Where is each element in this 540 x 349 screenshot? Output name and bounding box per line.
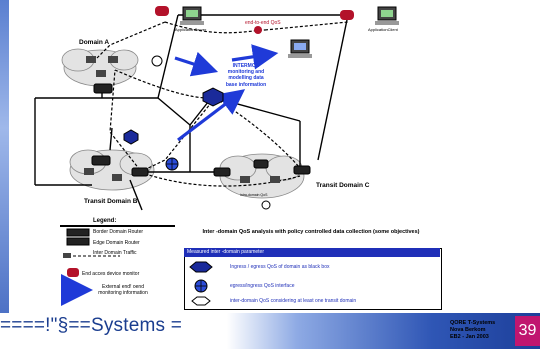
cloud-transit-c [219,153,305,199]
footer-place: Nova Berkom [450,327,486,333]
computer-icons [180,6,399,58]
legend-icons [60,225,175,306]
analysis-item-2: egress/ingress QoS interface [230,283,295,289]
transit-c-label: Transit Domain C [316,182,370,189]
legend-border-router: Border Domain Router [93,229,144,235]
intra-domain-note: intra-domain QoS [240,193,268,197]
intermon-label: INTERMON monitoring and modelling data b… [225,63,267,88]
legend-title: Legend: [93,218,117,224]
app-server-label: ApplicationServer [175,27,207,32]
footer-info: QORE T-Systems Nova Berkom EB2 - Jan 200… [450,320,495,341]
end-monitors [155,6,354,34]
footer-date: EB2 - Jan 2003 [450,334,489,340]
app-client-label: ApplicationClient [368,27,398,32]
analysis-item-3: inter-domain QoS considering at least on… [230,298,357,304]
monitoring-arrows [174,44,279,142]
page-number: 39 [515,316,540,346]
edge-routers [84,56,280,183]
cloud-transit-b [69,149,155,191]
inter-domain-links [34,14,349,211]
network-diagram [34,6,399,306]
empty-marker [151,55,163,67]
legend-end-monitor: End acces device monitor [82,271,140,277]
footer-bar: ====!"§==Systems = QORE T-Systems Nova B… [0,313,540,349]
domain-a-label: Domain A [79,39,110,46]
analysis-icons [189,261,213,306]
legend-inter-traffic: Inter Domain Traffic [93,250,137,256]
legend-edge-router: Edge Domain Router [93,240,140,246]
footer-org: QORE T-Systems [450,320,496,326]
e2e-qos-label: end-to-end QoS [245,20,281,26]
analysis-box [184,248,442,310]
hexagon-small-marker [123,129,139,145]
analysis-header: Measured inter -domain parameter [184,248,440,257]
cloud-domain-a [61,48,139,87]
empty-marker-small [261,200,271,210]
analysis-item-1: Ingress / egress QoS of domain as black … [230,264,330,270]
left-decorative-bar [0,0,9,320]
transit-b-label: Transit Domain B [84,198,138,205]
footer-brand: ====!"§==Systems = [0,315,182,336]
hexagon-marker [202,87,224,107]
legend-external-info: External end! oend monitoring informatio… [98,284,148,296]
analysis-title: Inter -domain QoS analysis with policy c… [202,229,420,235]
border-routers [91,83,311,177]
inter-domain-traffic [94,21,349,187]
